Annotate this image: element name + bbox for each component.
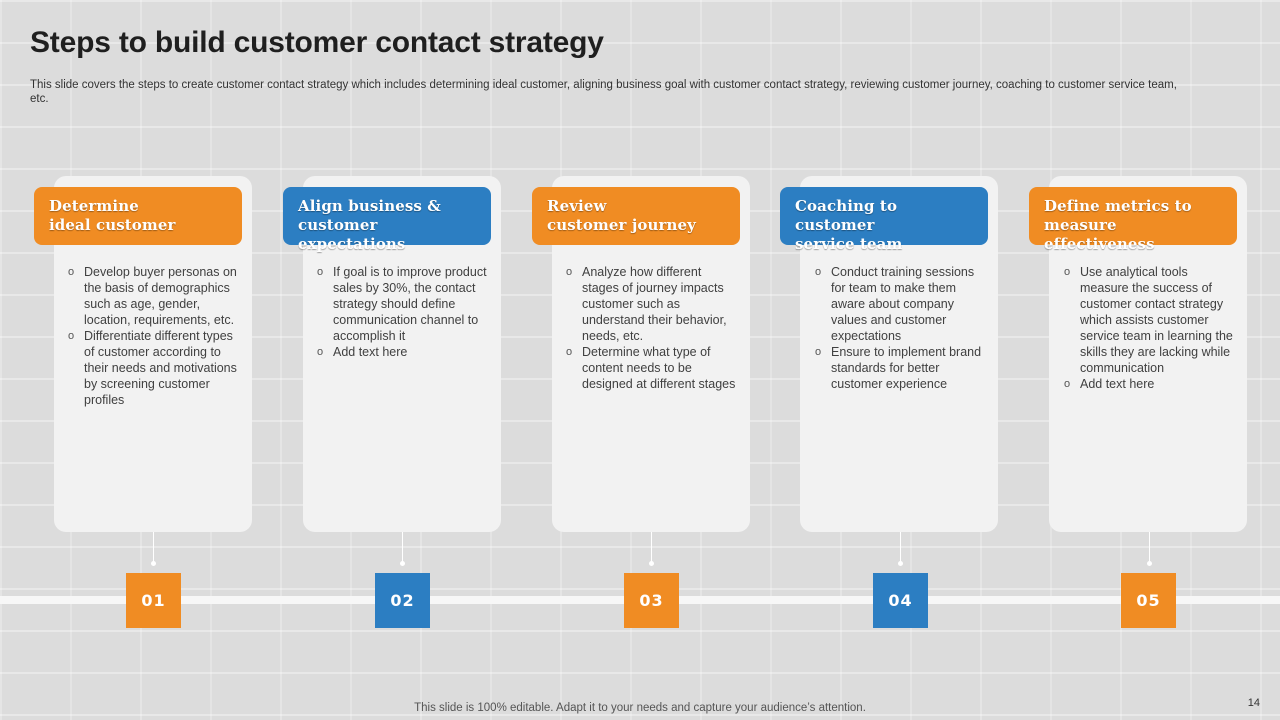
bullet-item: Add text here	[1062, 376, 1238, 392]
bullet-item: Develop buyer personas on the basis of d…	[66, 264, 242, 328]
step-header-5: Define metrics to measure effectiveness	[1029, 187, 1237, 253]
connector-dot-3	[649, 561, 654, 566]
step-header-4: Coaching to customer service team	[780, 187, 988, 253]
connector-line-1	[153, 532, 154, 564]
step-header-3: Review customer journey	[532, 187, 740, 245]
step-bullets-3: Analyze how different stages of journey …	[564, 264, 740, 392]
slide-title: Steps to build customer contact strategy	[30, 26, 604, 59]
bullet-item: Ensure to implement brand standards for …	[813, 344, 989, 392]
step-heading-line: customer journey	[547, 216, 696, 234]
step-heading-line: measure effectiveness	[1044, 216, 1155, 253]
connector-line-2	[402, 532, 403, 564]
step-bullets-2: If goal is to improve product sales by 3…	[315, 264, 491, 360]
step-number-4: 04	[873, 573, 928, 628]
connector-line-4	[900, 532, 901, 564]
connector-dot-2	[400, 561, 405, 566]
step-header-2: Align business & customer expectations	[283, 187, 491, 253]
slide-subtitle: This slide covers the steps to create cu…	[30, 79, 1177, 105]
step-number-2: 02	[375, 573, 430, 628]
step-header-1: Determine ideal customer	[34, 187, 242, 245]
bullet-item: Analyze how different stages of journey …	[564, 264, 740, 344]
page-number: 14	[1247, 697, 1260, 709]
step-heading-line: customer expectations	[298, 216, 406, 253]
step-heading-line: ideal customer	[49, 216, 176, 234]
connector-line-3	[651, 532, 652, 564]
bullet-item: Use analytical tools measure the success…	[1062, 264, 1238, 376]
bullet-item: If goal is to improve product sales by 3…	[315, 264, 491, 344]
step-bullets-1: Develop buyer personas on the basis of d…	[66, 264, 242, 408]
step-number-3: 03	[624, 573, 679, 628]
step-bullets-4: Conduct training sessions for team to ma…	[813, 264, 989, 392]
step-number-5: 05	[1121, 573, 1176, 628]
connector-dot-1	[151, 561, 156, 566]
step-heading-line: Coaching to customer	[795, 197, 898, 234]
step-heading-line: Define metrics to	[1044, 197, 1192, 215]
bullet-item: Differentiate different types of custome…	[66, 328, 242, 408]
step-heading-line: service team	[795, 235, 903, 253]
bullet-item: Conduct training sessions for team to ma…	[813, 264, 989, 344]
connector-line-5	[1149, 532, 1150, 564]
step-heading-line: Align business &	[298, 197, 441, 215]
bullet-item: Add text here	[315, 344, 491, 360]
step-bullets-5: Use analytical tools measure the success…	[1062, 264, 1238, 392]
connector-dot-4	[898, 561, 903, 566]
step-heading-line: Determine	[49, 197, 139, 215]
step-number-1: 01	[126, 573, 181, 628]
step-heading-line: Review	[547, 197, 607, 215]
footer-note: This slide is 100% editable. Adapt it to…	[414, 702, 866, 714]
connector-dot-5	[1147, 561, 1152, 566]
bullet-item: Determine what type of content needs to …	[564, 344, 740, 392]
